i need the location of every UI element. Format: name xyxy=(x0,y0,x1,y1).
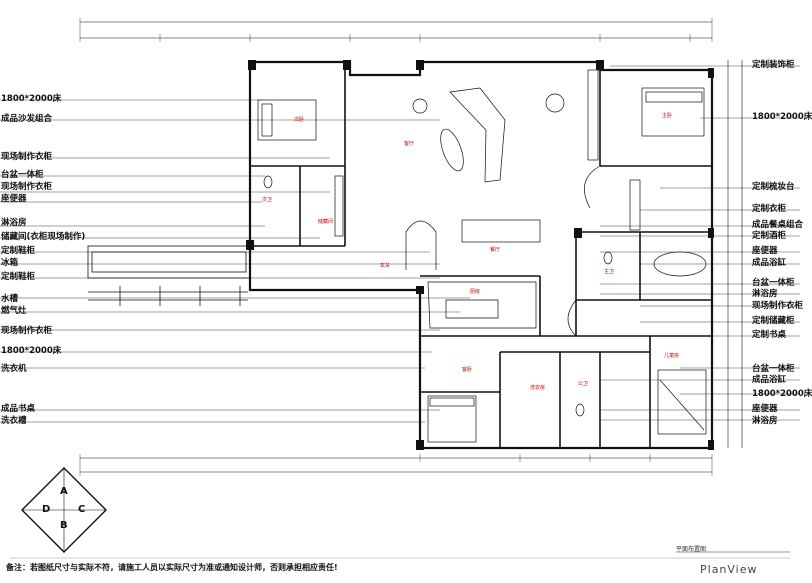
label-wardrobe-left-3: 现场制作衣柜 xyxy=(1,326,53,336)
room-master: 主卧 xyxy=(662,113,673,119)
label-desk-left: 成品书桌 xyxy=(1,404,36,414)
label-sofa-left: 成品沙发组合 xyxy=(1,114,53,124)
plan-view-caption: PlanView xyxy=(700,563,758,576)
plan-title: 平面布置图 xyxy=(676,546,707,553)
label-shower-right-1: 淋浴房 xyxy=(752,289,778,299)
footer-note: 备注：若图纸尺寸与实际不符，请施工人员以实际尺寸为准或通知设计师，否则承担相应责… xyxy=(6,563,338,572)
room-entry: 玄关 xyxy=(380,263,391,269)
room-storage-nw: 储藏间 xyxy=(318,219,334,225)
label-wardrobe-left-1: 现场制作衣柜 xyxy=(1,152,53,162)
logo-letter-a: A xyxy=(60,486,68,497)
label-wardrobe-right-2: 现场制作衣柜 xyxy=(752,301,804,311)
label-wardrobe-left-2: 现场制作衣柜 xyxy=(1,182,53,192)
logo-letter-c: C xyxy=(78,504,86,515)
label-toilet-right-2: 座便器 xyxy=(752,404,778,414)
label-bed-right-2: 1800*2000床 xyxy=(752,389,812,399)
room-dining: 餐厅 xyxy=(490,247,501,253)
label-wardrobe-right-1: 定制衣柜 xyxy=(752,204,787,214)
room-master-bath: 主卫 xyxy=(604,269,615,275)
label-tv-right: 成品餐桌组合 xyxy=(752,220,804,230)
label-shoe-left-2: 定制鞋柜 xyxy=(1,272,36,282)
label-basin-right-2: 台盆一体柜 xyxy=(752,364,795,374)
room-kitchen: 厨房 xyxy=(470,289,481,295)
label-sink-left: 水槽 xyxy=(1,294,19,304)
room-laundry: 洗衣房 xyxy=(530,385,546,391)
label-bath-right-2: 成品浴缸 xyxy=(752,375,787,385)
logo-letter-d: D xyxy=(42,504,51,515)
label-bathtub-right: 成品浴缸 xyxy=(752,258,787,268)
label-bed-right-1: 1800*2000床 xyxy=(752,112,812,122)
label-bed-left-1: 1800*2000床 xyxy=(1,94,62,104)
room-bath-nw: 次卫 xyxy=(262,197,273,203)
label-washer-left: 洗衣机 xyxy=(1,364,27,374)
room-living: 客厅 xyxy=(404,141,415,147)
room-bedroom-nw: 次卧 xyxy=(294,117,305,123)
room-guest: 客卧 xyxy=(462,367,473,373)
label-shower-left: 淋浴房 xyxy=(1,218,27,228)
label-bed-left-2: 1800*2000床 xyxy=(1,346,62,356)
label-storage-right: 定制储藏柜 xyxy=(752,316,795,326)
label-basin-left: 台盆一体柜 xyxy=(1,170,44,180)
label-toilet-right-1: 座便器 xyxy=(752,246,778,256)
label-vanity-right: 定制梳妆台 xyxy=(752,182,795,192)
label-basin-right-1: 台盆一体柜 xyxy=(752,278,795,288)
room-bath-s: 公卫 xyxy=(578,381,589,387)
label-fridge-left: 冰箱 xyxy=(1,258,19,268)
logo-letter-b: B xyxy=(60,520,68,531)
label-storage-left: 储藏间(衣柜现场制作) xyxy=(1,232,86,242)
label-shower-right-2: 淋浴房 xyxy=(752,416,778,426)
label-desk-right: 定制书桌 xyxy=(752,330,787,340)
label-toilet-left: 座便器 xyxy=(1,194,27,204)
room-kids: 儿童房 xyxy=(664,353,680,359)
label-washbasin-left: 洗衣槽 xyxy=(1,416,27,426)
label-display-right: 定制装饰柜 xyxy=(752,60,795,70)
label-stove-left: 燃气灶 xyxy=(1,306,27,316)
label-shoe-left-1: 定制鞋柜 xyxy=(1,246,36,256)
label-wine-right: 定制酒柜 xyxy=(752,231,787,241)
